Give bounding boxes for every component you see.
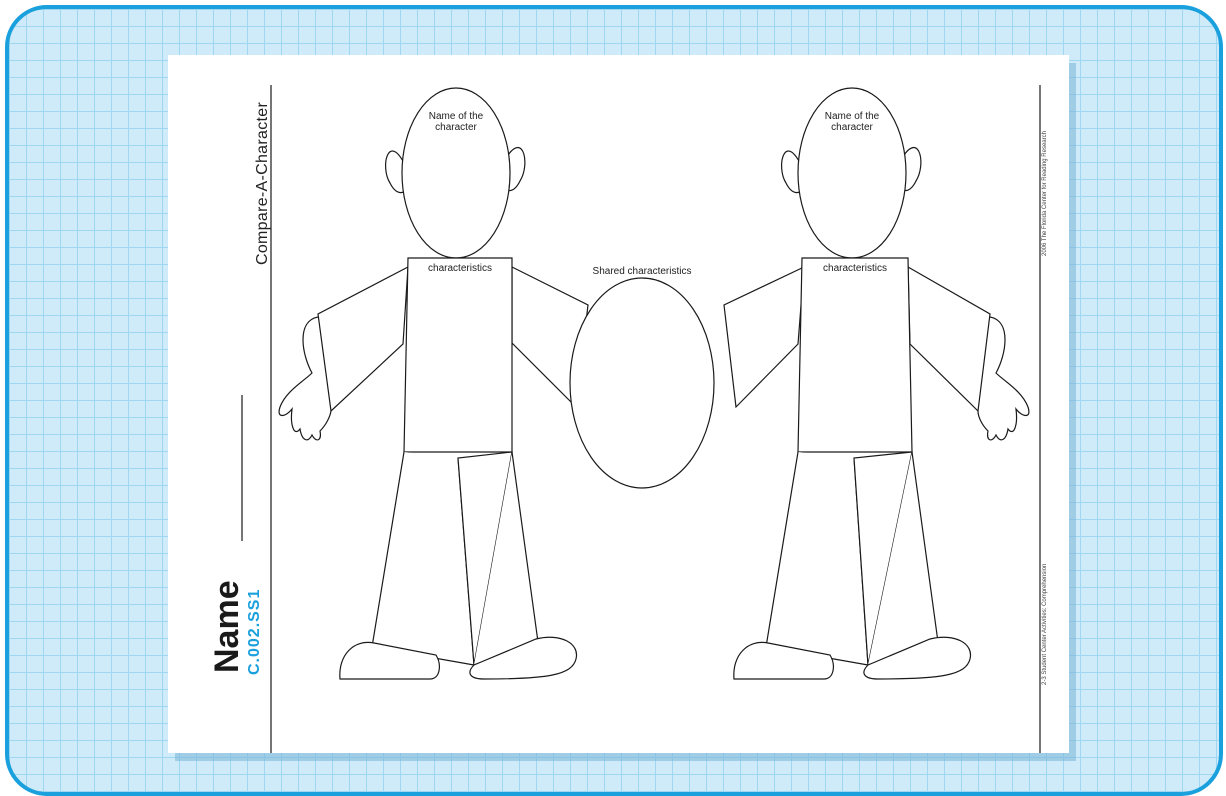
right-hand bbox=[977, 316, 1030, 441]
worksheet-drawing bbox=[241, 85, 1041, 753]
right-arm bbox=[907, 265, 991, 413]
left-leg bbox=[765, 451, 869, 666]
left-hand bbox=[278, 316, 332, 441]
right-body-label: characteristics bbox=[823, 263, 887, 274]
shared-label: Shared characteristics bbox=[592, 266, 692, 277]
name-label: Name bbox=[208, 580, 246, 673]
left-shoe bbox=[733, 641, 834, 680]
left-character-figure bbox=[278, 87, 589, 680]
left-leg bbox=[371, 451, 475, 666]
left-head-label: Name of the character bbox=[428, 111, 484, 133]
worksheet-title: Compare-A-Character bbox=[254, 101, 271, 265]
right-character-figure bbox=[723, 87, 1030, 680]
torso bbox=[403, 257, 513, 453]
left-arm bbox=[317, 265, 409, 413]
footer-activity-text: 2-3 Student Center Activities: Comprehen… bbox=[1042, 563, 1048, 685]
activity-code: C.002.SS1 bbox=[246, 588, 263, 675]
worksheet-page: Compare-A-Character Name C.002.SS1 2-3 S… bbox=[168, 55, 1069, 753]
right-shoe bbox=[863, 636, 972, 680]
right-shoe bbox=[469, 636, 578, 680]
shared-oval bbox=[569, 277, 715, 489]
left-shoe bbox=[339, 641, 440, 680]
torso bbox=[797, 257, 913, 453]
left-body-label: characteristics bbox=[428, 263, 492, 274]
copyright-text: 2006 The Florida Center for Reading Rese… bbox=[1042, 131, 1048, 256]
left-arm bbox=[723, 266, 805, 409]
right-head-label: Name of the character bbox=[824, 111, 880, 133]
